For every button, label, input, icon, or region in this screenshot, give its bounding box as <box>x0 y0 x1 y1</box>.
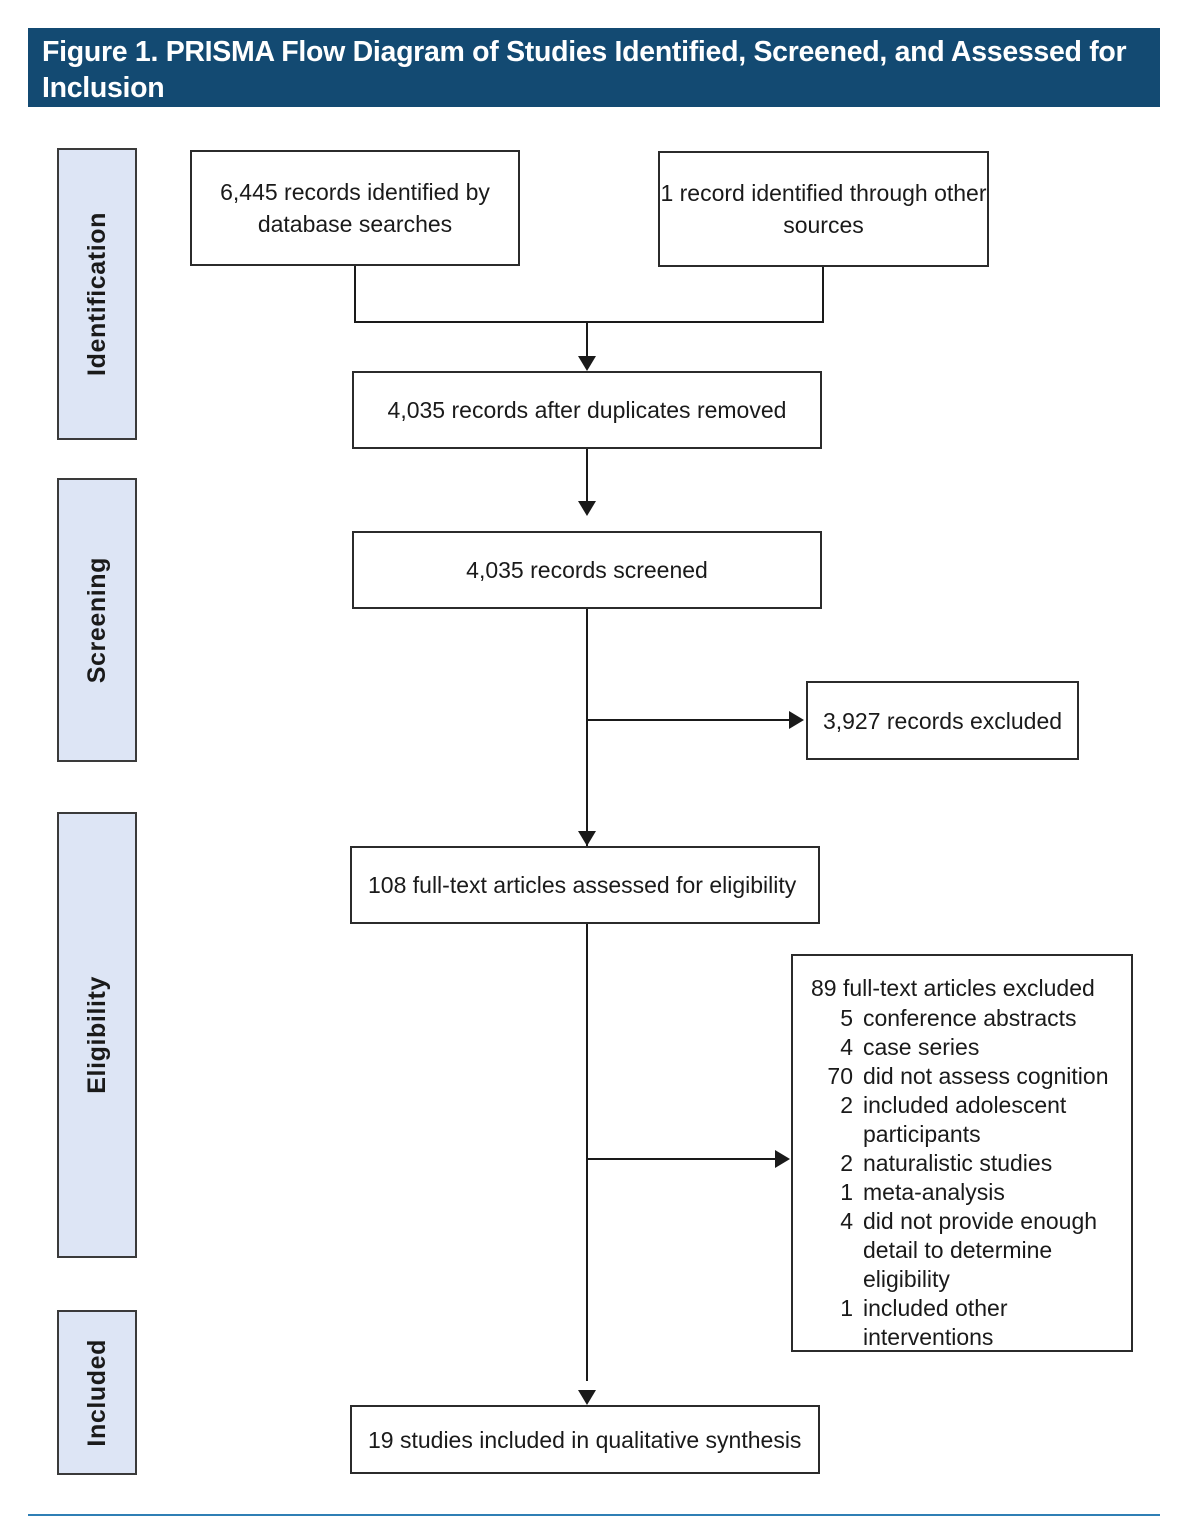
exclusion-count: 5 <box>840 1005 853 1031</box>
figure-header: Figure 1. PRISMA Flow Diagram of Studies… <box>28 28 1160 107</box>
exclusion-reason: meta-analysis <box>863 1179 1005 1205</box>
footer-rule <box>28 1514 1160 1516</box>
exclusion-reason: conference abstracts <box>863 1005 1077 1031</box>
connector-other-down <box>822 267 824 323</box>
stage-label-included: Included <box>57 1310 137 1475</box>
exclusion-row: 1 meta-analysis <box>811 1178 1123 1207</box>
exclusion-reason: included other interventions <box>863 1295 1008 1350</box>
arrow-to-excluded-records <box>789 711 804 729</box>
exclusion-count: 4 <box>840 1034 853 1060</box>
figure-title: Figure 1. PRISMA Flow Diagram of Studies… <box>42 36 1127 104</box>
arrow-to-screened <box>578 501 596 516</box>
connector-fulltext-down <box>586 924 588 1381</box>
exclusion-row: 2 naturalistic studies <box>811 1149 1123 1178</box>
arrow-to-after-dupes <box>578 356 596 371</box>
node-other-records: 1 record identified through other source… <box>658 151 989 267</box>
connector-merge-down <box>586 321 588 357</box>
node-after-dupes: 4,035 records after duplicates removed <box>352 371 822 449</box>
node-screened: 4,035 records screened <box>352 531 822 609</box>
connector-screened-to-excluded <box>586 719 790 721</box>
node-db-records: 6,445 records identified by database sea… <box>190 150 520 266</box>
arrow-to-included-studies <box>578 1390 596 1405</box>
exclusion-reason: included adolescent participants <box>863 1092 1067 1147</box>
exclusion-row: 4 case series <box>811 1033 1123 1062</box>
stage-label-screening: Screening <box>57 478 137 762</box>
stage-label-identification-text: Identification <box>82 212 111 376</box>
connector-merge-horizontal <box>354 321 824 323</box>
stage-label-identification: Identification <box>57 148 137 440</box>
exclusion-count: 4 <box>840 1208 853 1234</box>
exclusion-row: 2 included adolescent participants <box>811 1091 1123 1149</box>
arrow-to-fulltext-assessed <box>578 831 596 846</box>
connector-fulltext-to-exclusions <box>586 1158 776 1160</box>
exclusion-row: 1 included other interventions <box>811 1294 1123 1352</box>
connector-db-down <box>354 266 356 323</box>
exclusion-count: 2 <box>840 1092 853 1118</box>
arrow-to-fulltext-excluded <box>775 1150 790 1168</box>
exclusion-heading: 89 full-text articles excluded <box>811 975 1095 1001</box>
exclusion-count: 2 <box>840 1150 853 1176</box>
exclusion-reason: did not assess cognition <box>863 1063 1109 1089</box>
stage-label-screening-text: Screening <box>82 556 111 684</box>
exclusion-row: 4 did not provide enough detail to deter… <box>811 1207 1123 1294</box>
node-fulltext-excluded: 89 full-text articles excluded 5 confere… <box>791 954 1133 1352</box>
connector-dupes-to-screened <box>586 449 588 502</box>
exclusion-row: 5 conference abstracts <box>811 1004 1123 1033</box>
node-excluded-records: 3,927 records excluded <box>806 681 1079 760</box>
node-included-studies: 19 studies included in qualitative synth… <box>350 1405 820 1474</box>
exclusion-reason: did not provide enough detail to determi… <box>863 1208 1098 1292</box>
exclusion-reason: naturalistic studies <box>863 1150 1053 1176</box>
stage-label-included-text: Included <box>82 1338 111 1447</box>
exclusion-count: 70 <box>827 1063 853 1089</box>
exclusion-count: 1 <box>840 1179 853 1205</box>
exclusion-count: 1 <box>840 1295 853 1321</box>
stage-label-eligibility-text: Eligibility <box>82 976 111 1094</box>
exclusion-reason: case series <box>863 1034 980 1060</box>
connector-screened-down <box>586 609 588 847</box>
exclusion-row: 70 did not assess cognition <box>811 1062 1123 1091</box>
stage-label-eligibility: Eligibility <box>57 812 137 1258</box>
node-fulltext-assessed: 108 full-text articles assessed for elig… <box>350 846 820 924</box>
